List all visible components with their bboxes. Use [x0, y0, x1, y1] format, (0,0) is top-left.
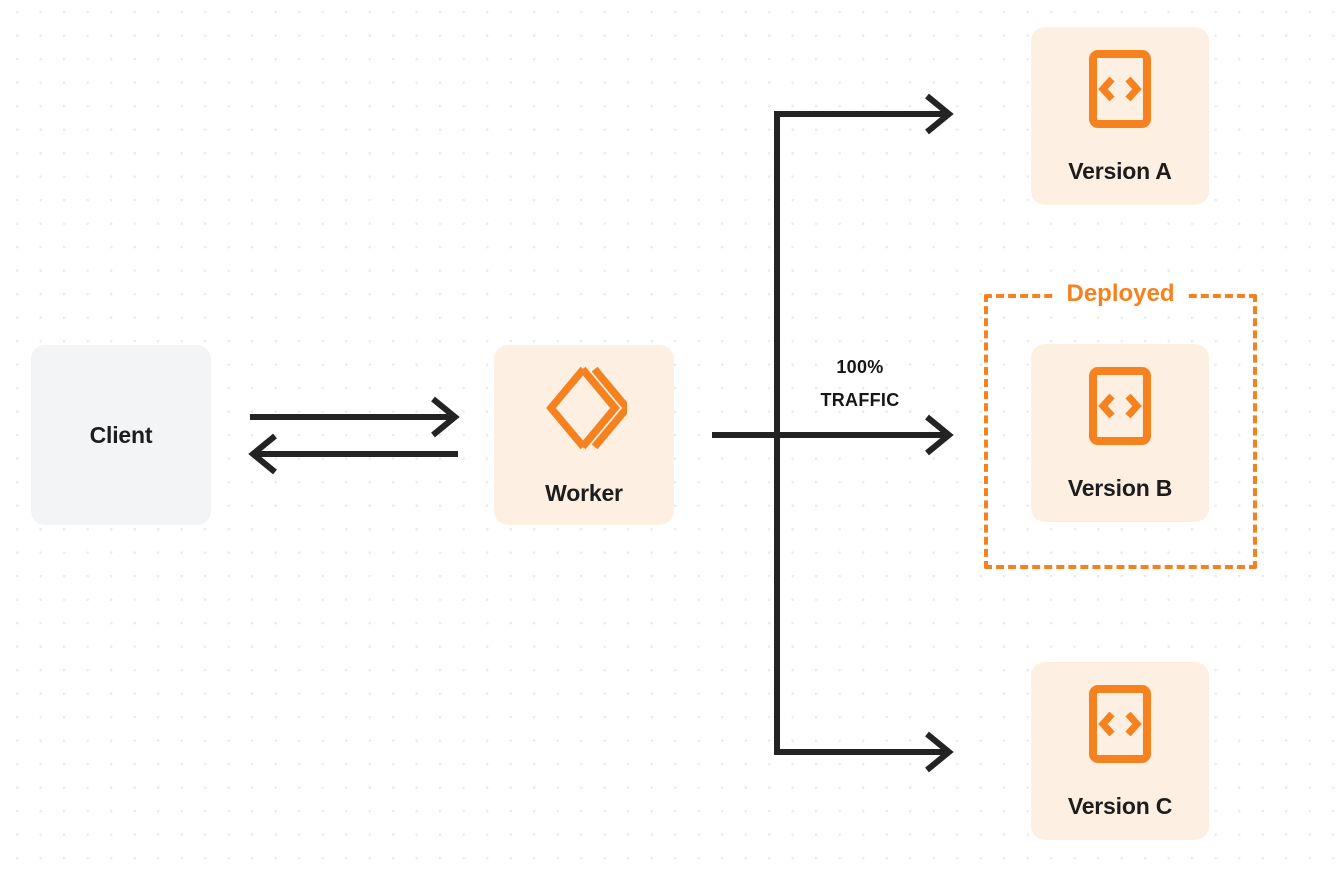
- node-version-b[interactable]: Version B: [1031, 344, 1209, 522]
- traffic-percent: 100%: [836, 357, 884, 377]
- node-version-a[interactable]: Version A: [1031, 27, 1209, 205]
- code-file-icon: [1088, 49, 1152, 134]
- node-worker[interactable]: Worker: [494, 345, 674, 525]
- edge-worker-to-version-b: [712, 414, 954, 456]
- edge-worker-to-version-a: [774, 93, 954, 135]
- traffic-word: TRAFFIC: [820, 390, 900, 411]
- node-client-label: Client: [89, 421, 153, 448]
- edge-worker-to-version-c: [774, 731, 954, 773]
- node-worker-label: Worker: [545, 480, 623, 506]
- code-file-icon: [1088, 684, 1152, 769]
- deployed-group-label: Deployed: [1054, 282, 1187, 306]
- edge-worker-to-client: [248, 433, 458, 475]
- node-version-b-label: Version B: [1067, 475, 1173, 501]
- deployed-group: Deployed: [984, 282, 1257, 569]
- node-version-c-label: Version C: [1067, 793, 1173, 819]
- node-version-c[interactable]: Version C: [1031, 662, 1209, 840]
- edge-client-to-worker: [250, 396, 460, 438]
- node-version-a-label: Version A: [1068, 158, 1172, 184]
- cloudflare-workers-icon: [541, 365, 632, 456]
- traffic-annotation: 100% TRAFFIC: [790, 351, 930, 418]
- node-client[interactable]: Client: [31, 345, 211, 525]
- code-file-icon: [1088, 366, 1152, 451]
